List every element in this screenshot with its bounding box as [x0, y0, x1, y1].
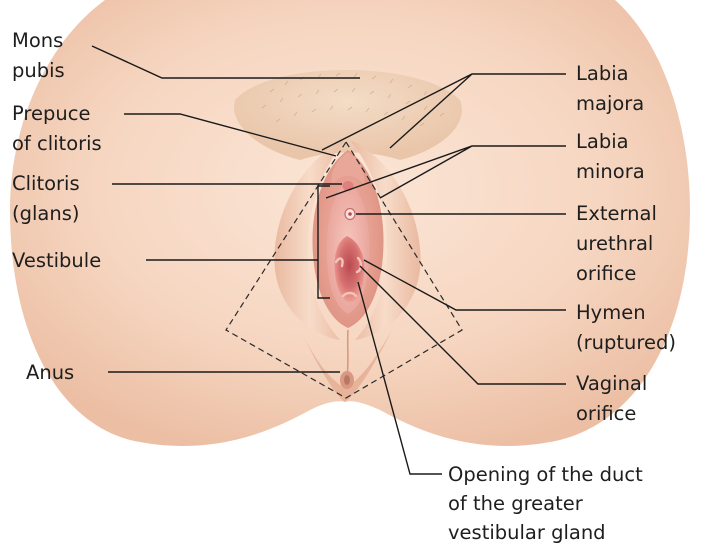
label-mons-pubis: Mons pubis: [12, 29, 69, 82]
leader-mons-pubis: [91, 45, 360, 79]
label-anus: Anus: [26, 361, 74, 384]
label-external-urethral-orifice: External urethral orifice: [576, 202, 663, 285]
perineum-raphe: [346, 329, 349, 379]
leader-labia-minora: [325, 145, 566, 199]
leader-lines: [91, 45, 566, 475]
mons-pubis-region: [234, 70, 462, 160]
label-clitoris-glans: Clitoris (glans): [12, 172, 86, 225]
label-greater-vestibular-gland-duct: Opening of the duct of the greater vesti…: [448, 463, 649, 544]
prepuce-hood: [331, 152, 365, 184]
perineal-region-outline: [225, 140, 463, 399]
leader-vestibular-gland: [357, 281, 442, 475]
label-vaginal-orifice: Vaginal orifice: [576, 372, 654, 425]
label-labia-minora: Labia minora: [576, 130, 645, 183]
leader-labia-majora: [321, 73, 566, 151]
label-vestibule: Vestibule: [12, 249, 101, 272]
label-prepuce-of-clitoris: Prepuce of clitoris: [12, 102, 102, 155]
vestibule-bracket: [317, 185, 330, 299]
leader-hymen: [363, 259, 566, 311]
label-labia-majora: Labia majora: [576, 62, 644, 115]
labia-majora-right: [350, 140, 421, 340]
leader-prepuce: [124, 113, 337, 157]
label-hymen-ruptured: Hymen (ruptured): [576, 301, 676, 354]
hymen-remnants: [334, 256, 363, 298]
anatomy-illustration: [10, 0, 690, 447]
vaginal-orifice-shape: [334, 236, 365, 302]
leader-vaginal-orifice: [359, 265, 566, 385]
labia-majora-left: [274, 140, 345, 340]
